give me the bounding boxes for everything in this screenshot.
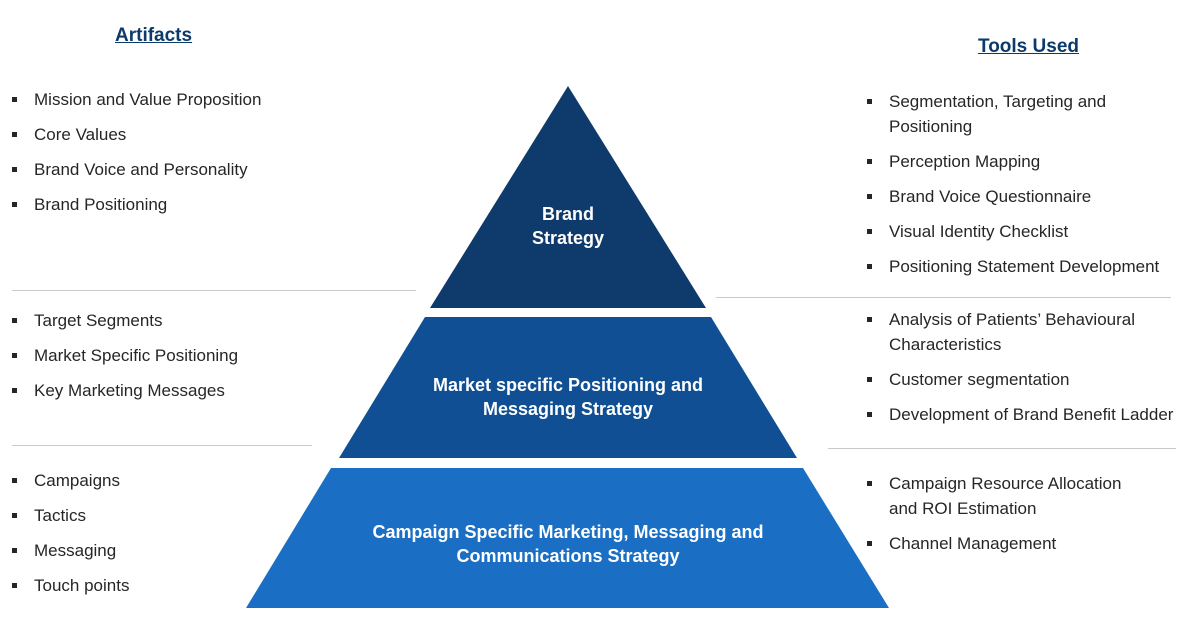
pyramid-middle-label-line2: Messaging Strategy — [482, 399, 654, 419]
list-item: Touch points — [10, 573, 310, 598]
list-item: Visual Identity Checklist — [865, 219, 1185, 244]
pyramid-top-label: Brand Strategy — [468, 202, 668, 250]
list-item: Mission and Value Proposition — [10, 87, 310, 112]
list-item: Campaign Resource Allocation and ROI Est… — [865, 471, 1139, 521]
pyramid-top-label-line2: Strategy — [531, 228, 605, 248]
tools-separator-2 — [828, 448, 1176, 449]
artifacts-list-market: Target Segments Market Specific Position… — [10, 308, 310, 413]
pyramid-middle-label: Market specific Positioning and Messagin… — [368, 373, 768, 421]
list-item: Brand Voice Questionnaire — [865, 184, 1185, 209]
list-item: Tactics — [10, 503, 310, 528]
artifacts-heading: Artifacts — [115, 25, 193, 46]
list-item: Positioning Statement Development — [865, 254, 1185, 279]
list-item: Development of Brand Benefit Ladder — [865, 402, 1185, 427]
artifacts-separator-1 — [12, 290, 416, 291]
list-item: Channel Management — [865, 531, 1185, 556]
list-item: Target Segments — [10, 308, 310, 333]
pyramid-middle-label-line1: Market specific Positioning and — [432, 375, 704, 395]
list-item: Campaigns — [10, 468, 310, 493]
list-item: Perception Mapping — [865, 149, 1185, 174]
pyramid-top-label-line1: Brand — [541, 204, 594, 224]
pyramid-bottom-label: Campaign Specific Marketing, Messaging a… — [318, 520, 818, 568]
tools-used-heading: Tools Used — [978, 36, 1079, 57]
pyramid-bottom-label-line2: Communications Strategy — [456, 546, 680, 566]
list-item: Messaging — [10, 538, 310, 563]
pyramid-tier-top — [430, 86, 706, 308]
list-item: Brand Positioning — [10, 192, 310, 217]
tools-separator-1 — [716, 297, 1171, 298]
artifacts-list-campaign: Campaigns Tactics Messaging Touch points — [10, 468, 310, 608]
artifacts-list-brand: Mission and Value Proposition Core Value… — [10, 87, 310, 227]
tools-list-brand: Segmentation, Targeting and Positioning … — [865, 89, 1185, 289]
list-item: Segmentation, Targeting and Positioning — [865, 89, 1124, 139]
list-item: Analysis of Patients’ Behavioural Charac… — [865, 307, 1154, 357]
list-item: Market Specific Positioning — [10, 343, 310, 368]
list-item: Customer segmentation — [865, 367, 1185, 392]
pyramid-tier-bottom — [246, 468, 889, 608]
list-item: Brand Voice and Personality — [10, 157, 310, 182]
list-item: Core Values — [10, 122, 310, 147]
tools-list-market: Analysis of Patients’ Behavioural Charac… — [865, 307, 1185, 437]
pyramid-bottom-label-line1: Campaign Specific Marketing, Messaging a… — [372, 522, 764, 542]
pyramid-tier-middle — [339, 317, 797, 458]
tools-list-campaign: Campaign Resource Allocation and ROI Est… — [865, 471, 1185, 566]
artifacts-separator-2 — [12, 445, 312, 446]
list-item: Key Marketing Messages — [10, 378, 310, 403]
